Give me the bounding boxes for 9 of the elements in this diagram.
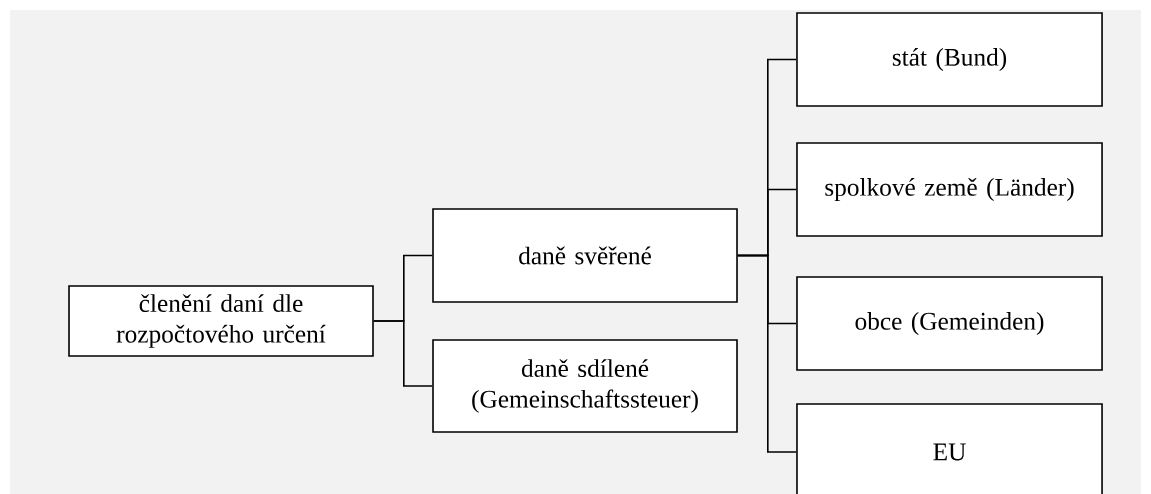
box: spolkové země (Länder)	[796, 142, 1103, 237]
box: stát (Bund)	[796, 12, 1103, 107]
box: EU	[796, 403, 1103, 494]
connector	[737, 254, 797, 453]
box: daně sdílené (Gemeinschaftssteuer)	[432, 339, 738, 433]
box: obce (Gemeinden)	[796, 276, 1103, 371]
box: členění daní dle rozpočtového určení	[68, 285, 374, 357]
box: daně svěřené	[432, 208, 738, 303]
connector	[373, 320, 433, 387]
